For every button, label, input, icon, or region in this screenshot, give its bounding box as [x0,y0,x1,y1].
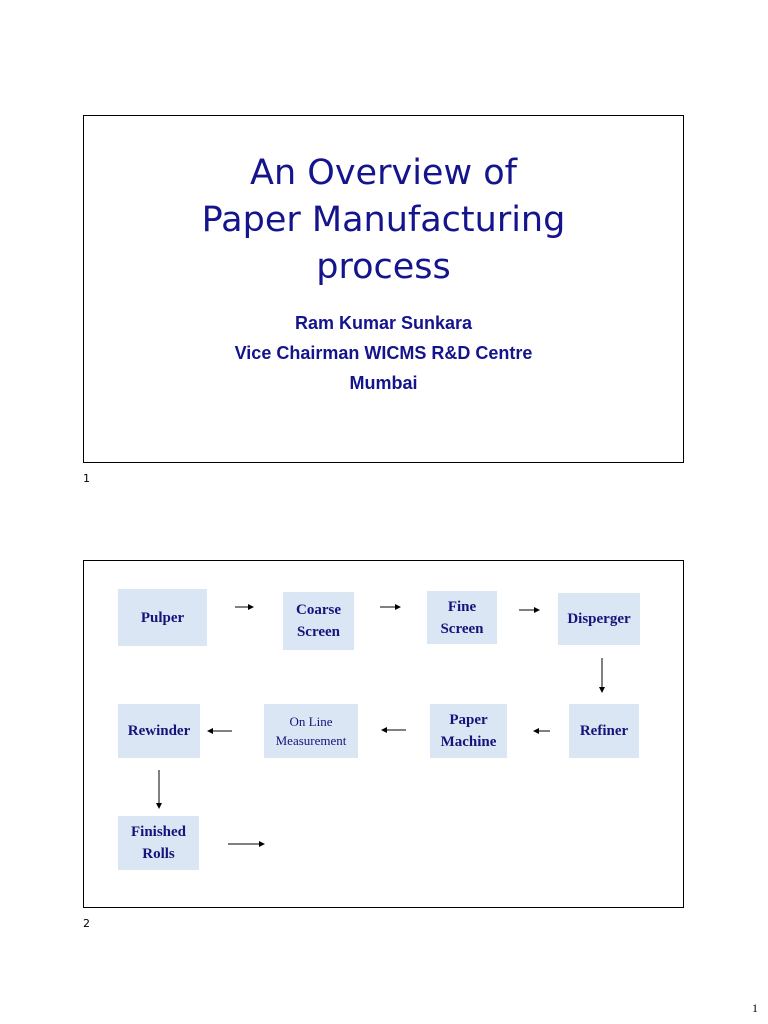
step-label: Coarse Screen [296,602,341,640]
flow-arrows [156,604,605,847]
title-line-1: An Overview of [250,153,517,193]
author-block: Ram Kumar Sunkara Vice Chairman WICMS R&… [84,308,683,398]
title-line-2: Paper Manufacturing [201,200,566,240]
step-disperger: Disperger [558,593,640,645]
step-label: Disperger [567,611,631,627]
step-refiner: Refiner [569,704,639,758]
step-label: On Line Measurement [275,714,347,748]
step-finished-rolls: Finished Rolls [118,816,199,870]
step-label: Finished Rolls [130,824,187,862]
slide-number-1: 1 [83,472,90,485]
step-rewinder: Rewinder [118,704,200,758]
step-label: Paper Machine [440,712,497,750]
slide-number-2: 2 [83,917,90,930]
step-fine-screen: Fine Screen [427,591,497,644]
step-label: Fine Screen [440,598,484,637]
slide-title: An Overview of Paper Manufacturing proce… [84,150,683,291]
step-pulper: Pulper [118,589,207,646]
author-position: Vice Chairman WICMS R&D Centre [234,343,533,363]
process-flow-slide: Pulper Coarse Screen Fine Screen Disperg… [83,560,684,908]
page-number: 1 [752,1001,758,1015]
step-label: Refiner [579,723,629,739]
step-label: Pulper [140,609,185,626]
step-online-measurement: On Line Measurement [264,704,358,758]
author-location: Mumbai [349,373,418,393]
step-coarse-screen: Coarse Screen [283,592,354,650]
title-line-3: process [316,247,451,287]
step-paper-machine: Paper Machine [430,704,507,758]
step-label: Rewinder [127,723,191,739]
title-slide: An Overview of Paper Manufacturing proce… [83,115,684,463]
author-name: Ram Kumar Sunkara [294,313,473,333]
